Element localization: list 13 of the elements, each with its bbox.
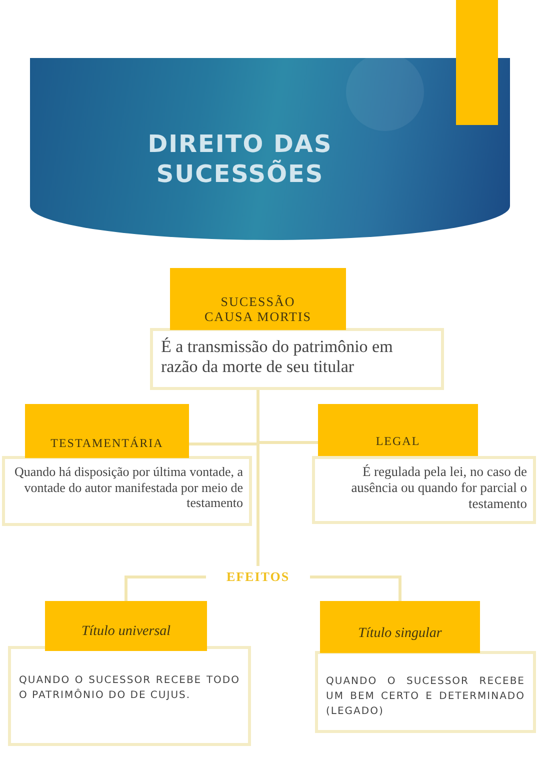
heading-tab: TESTAMENTÁRIA [25, 404, 189, 458]
description-panel: Quando há disposição por última vontade, a vontade do autor manifestada por meio de testamento [2, 456, 252, 526]
heading-tab: Título singular [320, 601, 480, 653]
description-panel: QUANDO O SUCESSOR RECEBE TODO O PATRIMÔNIO DO DE CUJUS. [8, 646, 251, 746]
connector-line [124, 576, 206, 601]
description-panel: QUANDO O SUCESSOR RECEBE UM BEM CERTO E DETERMINADO (LEGADO) [315, 651, 536, 733]
connector-line [310, 576, 402, 601]
description-panel: É regulada pela lei, no caso de ausência ou quando for parcial o testamento [312, 456, 536, 524]
heading-tab: LEGAL [318, 404, 478, 456]
heading-tab: SUCESSÃO CAUSA MORTIS [170, 268, 346, 330]
description-panel: É a transmissão do patrimônio em razão da morte de seu titular [150, 328, 444, 390]
title-text: DIREITO DAS SUCESSÕES [146, 129, 334, 189]
heading-tab: Título universal [45, 601, 207, 651]
